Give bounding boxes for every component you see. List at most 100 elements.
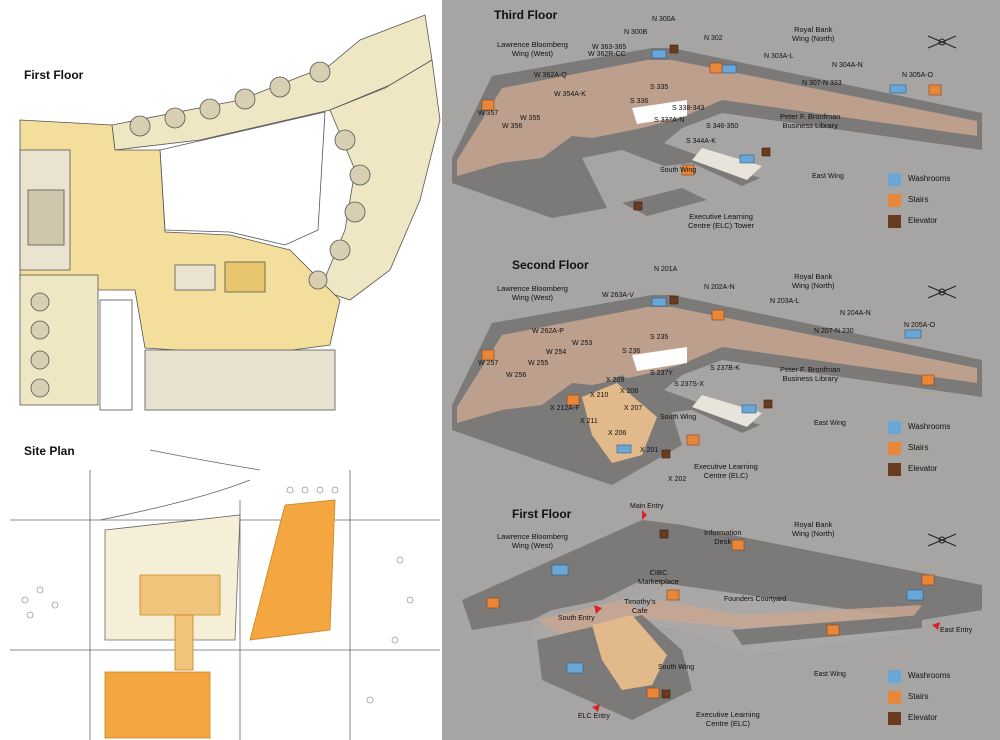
legend-stairs: Stairs [908, 195, 929, 204]
washroom-markers [551, 49, 924, 674]
label-s338: S 338-343 [672, 105, 705, 112]
label-s337: S 337A-N [654, 117, 685, 124]
label-x212: X 212A-F [550, 405, 580, 412]
label-w354: W 354A-K [554, 91, 586, 98]
stairs-legend-icon [888, 194, 901, 207]
label-n303: N 303A-L [764, 53, 794, 60]
label-s237s: S 237S-X [674, 381, 704, 388]
south-wing-label-1: South Wing [658, 664, 695, 671]
site-plan [10, 449, 440, 740]
label-x210: X 210 [590, 392, 609, 399]
label-w357: W 357 [478, 110, 499, 117]
third-floor-elc-tower [622, 188, 707, 216]
entry-arrows [592, 510, 940, 712]
legend-elevator: Elevator [908, 216, 938, 225]
label-s237b: S 237B-K [710, 365, 740, 372]
washroom-legend-icon [888, 173, 901, 186]
elevator-legend-icon [888, 712, 901, 725]
isometric-floors-drawing [452, 35, 982, 720]
label-n202: N 202A-N [704, 284, 735, 291]
legend-elevator: Elevator [908, 713, 938, 722]
label-w355: W 355 [520, 115, 541, 122]
elevator-legend-icon [888, 463, 901, 476]
elevator-markers [633, 44, 773, 699]
label-w254: W 254 [546, 349, 567, 356]
label-s237y: S 237Y [650, 370, 673, 377]
label-n300b: N 300B [624, 29, 648, 36]
stairs-legend-icon [888, 442, 901, 455]
label-n204: N 204A-N [840, 310, 871, 317]
legend-washrooms: Washrooms [908, 174, 951, 183]
site-plan-title: Site Plan [24, 444, 75, 458]
label-s344: S 344A-K [686, 138, 716, 145]
washroom-legend-icon [888, 670, 901, 683]
east-wing-label-1: East Wing [814, 671, 846, 678]
third-floor-map [452, 48, 982, 218]
main-entry-label: Main Entry [630, 503, 664, 510]
label-w362r: W 362R-CC [588, 51, 626, 58]
label-w356: W 356 [502, 123, 523, 130]
first-floor-plan [19, 14, 441, 411]
label-w263: W 263A-V [602, 292, 634, 299]
label-s336: S 336 [630, 98, 649, 105]
label-x209: X 209 [606, 377, 625, 384]
stairs-legend-icon [888, 691, 901, 704]
elc-entry-label: ELC Entry [578, 713, 610, 720]
label-x208: X 208 [620, 388, 639, 395]
floor-and-site-plan-drawing [10, 14, 441, 740]
first-floor-plan-title: First Floor [24, 68, 84, 82]
first-floor-map [462, 520, 982, 720]
legend-washrooms: Washrooms [908, 422, 951, 431]
label-w253: W 253 [572, 340, 593, 347]
label-x207: X 207 [624, 405, 643, 412]
label-x206: X 206 [608, 430, 627, 437]
east-wing-label-2: East Wing [814, 420, 846, 427]
label-n305: N 305A-O [902, 72, 934, 79]
label-x202: X 202 [668, 476, 687, 483]
east-entry-label: East Entry [940, 627, 973, 634]
legend-stairs: Stairs [908, 443, 929, 452]
second-floor-map [452, 295, 982, 485]
third-floor-title: Third Floor [494, 8, 558, 22]
label-n203: N 203A-L [770, 298, 800, 305]
label-w362a: W 362A-Q [534, 72, 567, 79]
map-markers [481, 44, 942, 712]
label-w262: W 262A-P [532, 328, 564, 335]
label-n205: N 205A-O [904, 322, 936, 329]
elevator-legend-icon [888, 215, 901, 228]
label-w256: W 256 [506, 372, 527, 379]
label-n300a: N 300A [652, 16, 676, 23]
label-n307: N 307-N 333 [802, 80, 842, 87]
washroom-legend-icon [888, 421, 901, 434]
label-x211: X 211 [580, 418, 598, 425]
label-w363: W 363-365 [592, 44, 627, 51]
compass-icons [927, 35, 957, 547]
label-n201a: N 201A [654, 266, 678, 273]
east-wing-label: East Wing [812, 173, 844, 180]
label-w257: W 257 [478, 360, 499, 367]
legend-stairs: Stairs [908, 692, 929, 701]
isometric-floor-maps-panel: Third Floor N 300A N 300B N 302 W 363-36… [442, 0, 1000, 740]
first-floor-title: First Floor [512, 507, 572, 521]
label-x201: X 201 [640, 447, 659, 454]
label-n304: N 304A-N [832, 62, 863, 69]
south-wing-label: South Wing [660, 167, 697, 174]
label-s346: S 346-350 [706, 123, 739, 130]
architectural-plans-panel: First Floor Site Plan [0, 0, 442, 740]
second-floor-title: Second Floor [512, 258, 589, 272]
stairs-markers [481, 62, 942, 699]
south-wing-label-2: South Wing [660, 414, 697, 421]
legend-washrooms: Washrooms [908, 671, 951, 680]
